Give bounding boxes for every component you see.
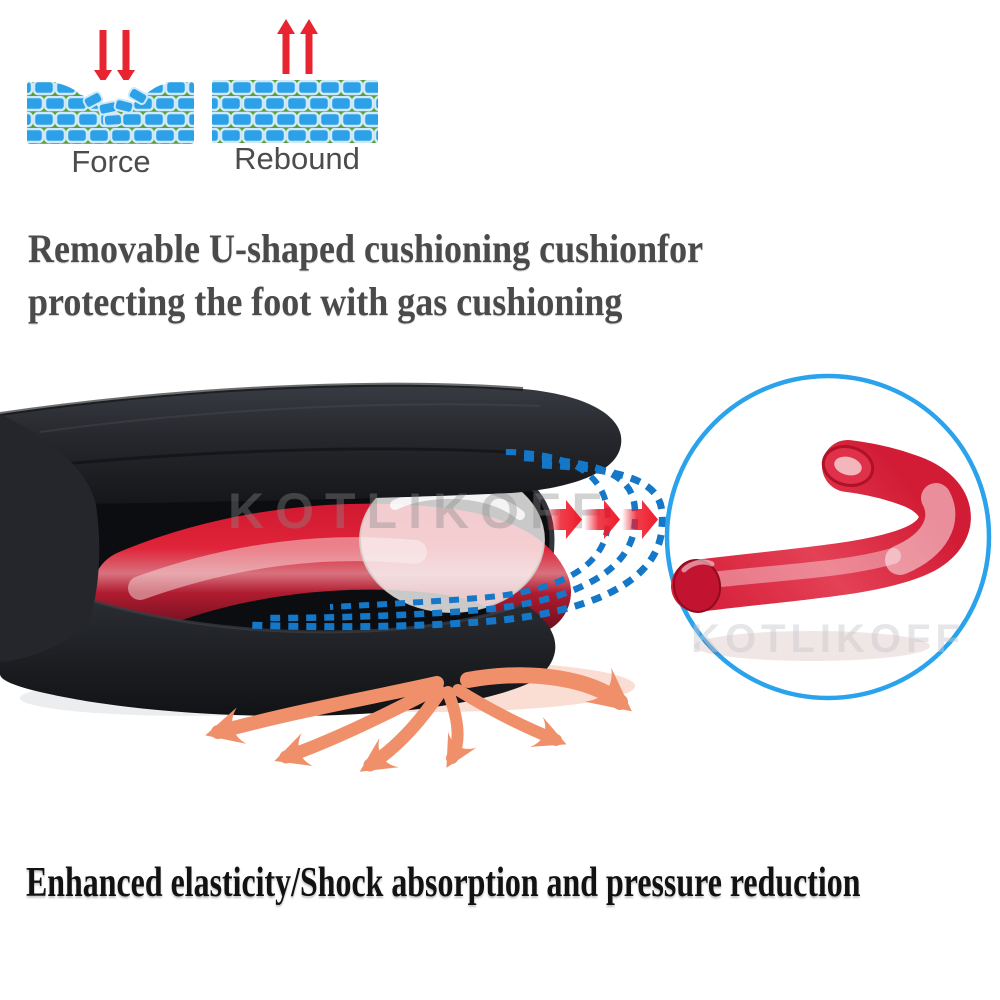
top-edge-crease [0,382,524,416]
inset-tube-sheen [695,548,901,589]
force-down-arrows-icon [94,30,135,84]
airflow-arrows-icon [205,667,632,772]
insole-bottom-layer [0,566,556,716]
leather-grain [39,403,541,433]
insole-left-hinge [0,414,100,662]
headline: Removable U-shaped cushioning cushionfor… [28,222,703,328]
force-label: Force [71,144,150,179]
rebound-cushion-block [212,80,378,143]
headline-line-1: Removable U-shaped cushioning cushionfor [28,226,704,271]
inset-watermark: KOTLIKOFF [691,617,965,661]
inset-tube-clear-section [885,483,956,575]
headline-line-2: protecting the foot with gas cushioning [28,279,623,325]
force-cushion-block [27,80,194,144]
inset-tube-lower-end [672,559,722,613]
rebound-diagram: Rebound [212,19,378,176]
footer-caption: Enhanced elasticity/Shock absorption and… [26,860,861,906]
inset-tube-upper-opening-inner [834,456,862,476]
airflow-dashed-arcs-icon [244,449,666,631]
impact-arrows-icon [546,500,658,539]
rebound-up-arrows-icon [277,19,318,74]
top-slab-crease [19,447,506,470]
rebound-label: Rebound [234,141,360,176]
inset-end-highlight [681,559,715,573]
gel-inset-circle: KOTLIKOFF [664,373,992,701]
inset-tube-shadow [694,631,930,661]
watermark: KOTLIKOFF [228,483,613,539]
insole-photo: KOTLIKOFF [0,382,635,716]
force-diagram: Force [27,30,194,179]
insole-top-layer [0,384,622,505]
